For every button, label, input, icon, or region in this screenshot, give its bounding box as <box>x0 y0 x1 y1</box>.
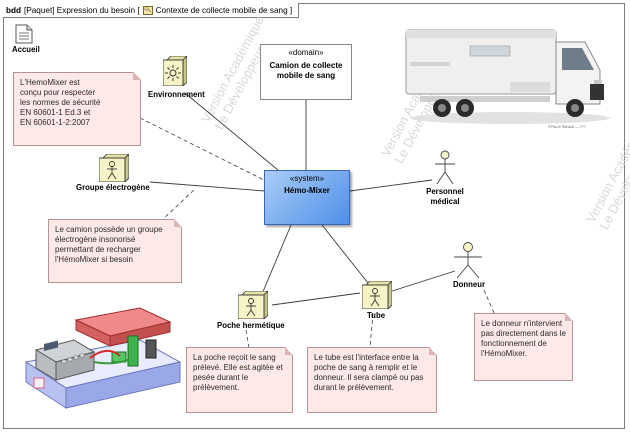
anchor-note-poche <box>245 329 250 349</box>
truck-photo-caption: ©Pisu.fr Renault — ??? <box>548 125 586 129</box>
note-hemomixer-normes: L'HemoMixer est conçu pour respecter les… <box>13 72 141 146</box>
note-camion-groupe: Le camion possède un groupe électrogène … <box>48 219 182 283</box>
association-tube <box>321 224 369 284</box>
association-personnel <box>349 179 433 192</box>
stick-figure-actor-icon <box>435 150 455 185</box>
home-document-icon[interactable] <box>15 24 33 44</box>
anchor-note-camion <box>144 188 196 237</box>
tube-label: Tube <box>367 311 386 320</box>
association-poche-tube <box>271 292 361 306</box>
note-poche: La poche reçoit le sang prélevé. Elle es… <box>186 347 293 413</box>
domain-stereotype: «domain» <box>288 48 324 57</box>
hemomixer-device-picture <box>24 307 182 409</box>
system-name: Hémo-Mixer <box>284 186 330 195</box>
association-environnement <box>184 92 279 171</box>
note-tube: Le tube est l'interface entre la poche d… <box>307 347 437 413</box>
home-label[interactable]: Accueil <box>12 45 40 54</box>
actor-block-icon <box>362 281 392 309</box>
actor-block-icon <box>99 154 129 182</box>
personnel-medical-label: Personnel médical <box>426 187 464 206</box>
domain-name: Camion de collecte mobile de sang <box>269 61 343 80</box>
association-tube-donneur <box>388 270 456 293</box>
system-stereotype: «system» <box>289 174 325 183</box>
sun-block-icon <box>163 56 187 86</box>
association-groupe <box>149 181 266 192</box>
note-fold <box>429 347 437 355</box>
domain-block-camion: «domain» Camion de collecte mobile de sa… <box>260 44 352 100</box>
diagram-kind: bdd <box>6 5 22 15</box>
anchor-note-tube <box>369 312 374 348</box>
diagram-name: Contexte de collecte mobile de sang ] <box>155 5 293 15</box>
note-fold <box>565 313 573 321</box>
context-diagram-icon <box>142 5 153 15</box>
diagram-package: [Paquet] Expression du besoin [ <box>24 5 140 15</box>
note-fold <box>174 219 182 227</box>
environnement-label: Environnement <box>148 90 205 99</box>
donneur-label: Donneur <box>453 280 486 289</box>
system-block-hemomixer: «system» Hémo-Mixer <box>264 170 350 225</box>
stick-figure-actor-icon <box>454 242 482 279</box>
note-donneur: Le donneur n'intervient pas directement … <box>474 313 573 381</box>
poche-hermetique-label: Poche hermétique <box>217 321 285 330</box>
note-fold <box>133 72 141 80</box>
anchor-note-hemomixer <box>139 117 265 181</box>
actor-block-icon <box>238 291 268 319</box>
diagram-header: bdd [Paquet] Expression du besoin [ Cont… <box>3 3 300 18</box>
groupe-electrogene-label: Groupe électrogène <box>76 183 150 192</box>
association-poche <box>261 224 292 295</box>
anchor-note-donneur <box>483 289 495 314</box>
note-fold <box>285 347 293 355</box>
truck-photo <box>405 29 610 124</box>
